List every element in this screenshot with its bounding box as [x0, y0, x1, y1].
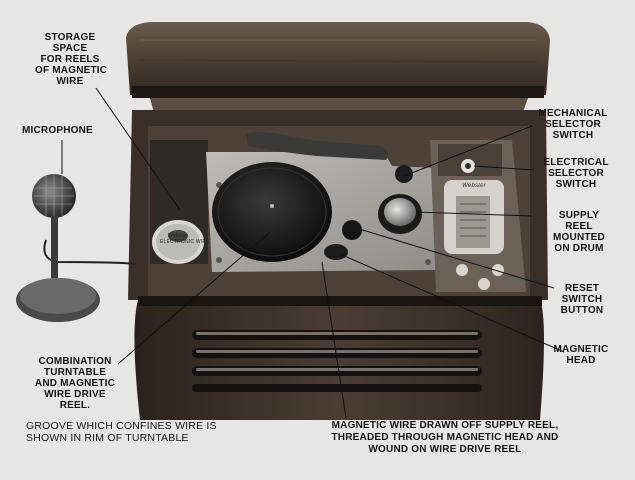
label-line: SHOWN IN RIM OF TURNTABLE [26, 432, 189, 444]
label-line: WIRE DRIVE [44, 389, 106, 400]
label-line: FOR REELS [40, 54, 100, 65]
label-supply-reel: SUPPLY REEL MOUNTED ON DRUM [544, 210, 614, 254]
label-line: MAGNETIC [553, 344, 609, 355]
label-reset-switch-button: RESET SWITCH BUTTON [552, 283, 612, 316]
label-line: COMBINATION [38, 356, 112, 367]
label-line: MOUNTED [553, 232, 605, 243]
label-line: SUPPLY [558, 210, 600, 221]
label-line: SWITCH [555, 179, 597, 190]
label-electrical-selector-switch: ELECTRICAL SELECTOR SWITCH [534, 157, 618, 190]
label-line: AND MAGNETIC [34, 378, 116, 389]
turntable [212, 162, 332, 262]
label-line: HEAD [566, 355, 596, 366]
microphone [16, 174, 137, 322]
pickup-arm [246, 132, 388, 160]
speaker-grille [192, 330, 482, 392]
label-groove-note: GROOVE WHICH CONFINES WIRE IS SHOWN IN R… [26, 420, 217, 444]
label-line: Webster [168, 233, 188, 239]
label-line: STORAGE [44, 32, 96, 43]
storage-reel-box [150, 140, 208, 264]
label-line: MICROPHONE [22, 125, 93, 136]
panel-brand: Webster [454, 183, 494, 190]
label-line: ELECTRONIC WIRE [160, 239, 210, 245]
label-microphone: MICROPHONE [22, 125, 93, 136]
label-line: REEL [565, 221, 593, 232]
label-line: MAGNETIC WIRE DRAWN OFF SUPPLY REEL, [331, 420, 559, 431]
label-line: TURNTABLE [43, 367, 107, 378]
callout-lines [61, 87, 565, 419]
label-line: WOUND ON WIRE DRIVE REEL [368, 444, 522, 455]
mechanisms [324, 159, 475, 260]
label-line: REEL. [59, 400, 91, 411]
label-line: THREADED THROUGH MAGNETIC HEAD AND [331, 432, 559, 443]
label-line: OF MAGNETIC [35, 65, 108, 76]
label-line: GROOVE WHICH CONFINES WIRE IS [26, 420, 217, 432]
label-storage-space: STORAGE SPACE FOR REELS OF MAGNETIC WIRE [35, 32, 108, 87]
reel-box-label: Webster ELECTRONIC WIRE [160, 233, 210, 245]
label-line: SWITCH [561, 294, 603, 305]
label-line: MECHANICAL [538, 108, 608, 119]
label-line: WIRE [56, 76, 84, 87]
label-magnetic-head: MAGNETIC HEAD [546, 344, 616, 366]
label-line: ON DRUM [554, 243, 604, 254]
cabinet-lid [126, 22, 550, 120]
label-line: SWITCH [552, 130, 594, 141]
label-line: BUTTON [560, 305, 604, 316]
label-line: SPACE [52, 43, 88, 54]
label-magnetic-wire-note: MAGNETIC WIRE DRAWN OFF SUPPLY REEL, THR… [300, 420, 590, 456]
label-mechanical-selector-switch: MECHANICAL SELECTOR SWITCH [530, 108, 616, 141]
label-combination-turntable: COMBINATION TURNTABLE AND MAGNETIC WIRE … [30, 356, 120, 411]
control-panel [430, 140, 526, 292]
label-line: SELECTOR [548, 168, 604, 179]
label-line: SELECTOR [545, 119, 601, 130]
label-line: ELECTRICAL [543, 157, 609, 168]
label-line: RESET [564, 283, 600, 294]
label-line: Webster [462, 183, 486, 189]
